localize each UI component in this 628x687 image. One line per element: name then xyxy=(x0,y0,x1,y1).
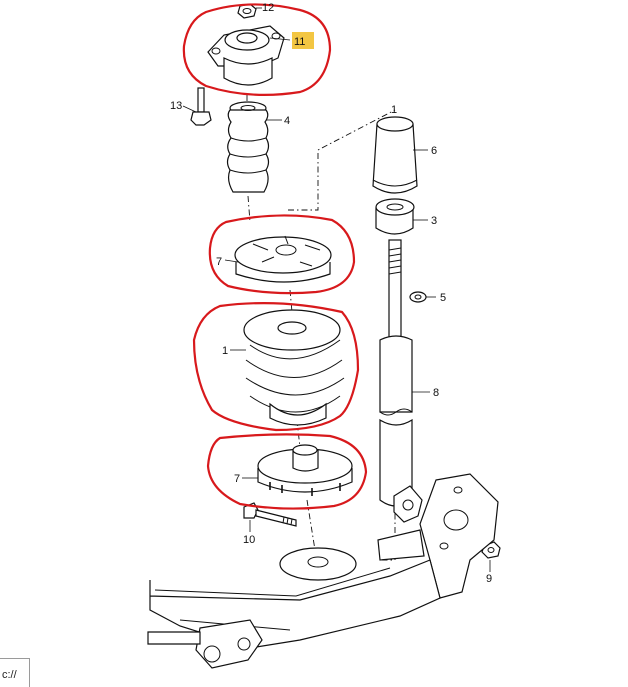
label-5: 5 xyxy=(440,292,446,304)
shock-absorber-8 xyxy=(379,335,423,523)
label-7-upper: 7 xyxy=(216,256,222,268)
markup-circle-spring xyxy=(192,302,360,432)
markup-outlines xyxy=(182,3,368,510)
label-7-lower: 7 xyxy=(234,473,240,485)
rear-axle-beam xyxy=(147,473,499,669)
corner-path-text: c:// xyxy=(0,658,30,687)
bump-stop-4 xyxy=(226,101,270,193)
markup-circle-upper-seat xyxy=(208,214,356,295)
part-number-labels: 12 11 13 4 1 6 3 5 7 1 8 7 10 9 xyxy=(170,2,492,585)
markup-circle-lower-seat xyxy=(206,433,368,510)
coil-spring-1 xyxy=(243,309,345,426)
markup-circle-top-mount xyxy=(182,3,332,96)
label-10: 10 xyxy=(243,534,255,546)
bolt-13 xyxy=(190,87,212,126)
piston-rod xyxy=(388,239,402,341)
label-6: 6 xyxy=(431,145,437,157)
label-1-spring: 1 xyxy=(222,345,228,357)
label-11-highlight xyxy=(292,32,314,49)
label-1-top: 1 xyxy=(391,104,397,116)
label-11: 11 xyxy=(294,36,305,48)
label-12: 12 xyxy=(262,2,274,14)
nut-12 xyxy=(237,3,257,19)
label-4: 4 xyxy=(284,115,290,127)
buffer-3 xyxy=(375,198,415,235)
dust-cover-6 xyxy=(372,116,418,194)
label-13: 13 xyxy=(170,100,182,112)
leader-lines xyxy=(182,7,491,572)
label-8: 8 xyxy=(433,387,439,399)
washer-5 xyxy=(409,291,427,303)
spring-seat-lower-7 xyxy=(257,444,353,496)
label-3: 3 xyxy=(431,215,437,227)
top-mount-11 xyxy=(207,25,285,86)
label-9: 9 xyxy=(486,573,492,585)
spring-seat-upper-7 xyxy=(234,235,332,283)
